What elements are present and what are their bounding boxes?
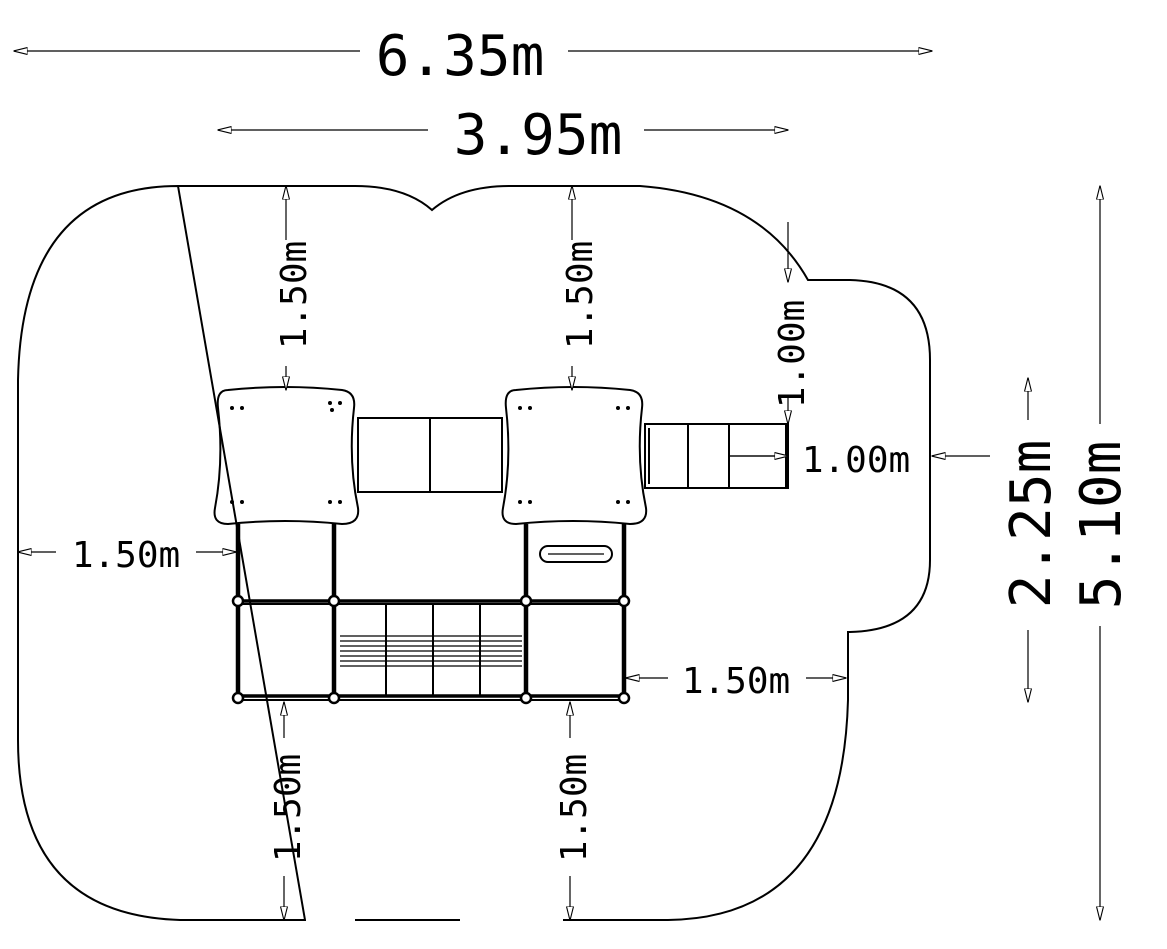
bottom-gap-mask-3 bbox=[510, 915, 561, 925]
top-left-clearance-dimension: 1.50m bbox=[274, 186, 315, 390]
overall-depth-label: 5.10m bbox=[1069, 441, 1134, 610]
right-clearance-label: 1.50m bbox=[682, 661, 790, 702]
tower-frame bbox=[235, 524, 627, 701]
equipment-width-dimension: 3.95m bbox=[218, 103, 788, 168]
bottom-gap-mask-2 bbox=[462, 915, 506, 925]
slide-end-clearance-dimension: 1.00m bbox=[730, 440, 990, 481]
overall-depth-dimension: 5.10m bbox=[1069, 186, 1134, 920]
bottom-right-clearance-label: 1.50m bbox=[554, 754, 595, 862]
equipment-depth-dimension: 2.25m bbox=[999, 378, 1064, 702]
equipment-depth-label: 2.25m bbox=[999, 440, 1064, 609]
bottom-left-clearance-dimension: 1.50m bbox=[268, 702, 309, 920]
left-clearance-dimension: 1.50m bbox=[18, 535, 236, 576]
roof-bridge bbox=[357, 417, 503, 493]
left-clearance-label: 1.50m bbox=[72, 535, 180, 576]
slide-side-clearance-dimension: 1.00m bbox=[772, 222, 813, 424]
slide-end-clearance-label: 1.00m bbox=[802, 440, 910, 481]
right-clearance-dimension: 1.50m bbox=[626, 661, 846, 702]
equipment-width-label: 3.95m bbox=[454, 103, 623, 168]
left-tower-roof bbox=[213, 386, 360, 526]
frame-posts bbox=[231, 594, 631, 705]
bottom-left-clearance-label: 1.50m bbox=[268, 754, 309, 862]
top-right-clearance-label: 1.50m bbox=[560, 241, 601, 349]
bottom-right-clearance-dimension: 1.50m bbox=[554, 702, 595, 920]
right-tower-roof bbox=[501, 386, 648, 526]
climbing-net bbox=[340, 604, 522, 696]
top-left-clearance-label: 1.50m bbox=[274, 241, 315, 349]
bottom-gap-mask bbox=[306, 915, 354, 925]
overall-width-label: 6.35m bbox=[376, 24, 545, 89]
slide-side-clearance-label: 1.00m bbox=[772, 300, 813, 408]
top-right-clearance-dimension: 1.50m bbox=[560, 186, 601, 390]
overall-width-dimension: 6.35m bbox=[14, 24, 932, 89]
